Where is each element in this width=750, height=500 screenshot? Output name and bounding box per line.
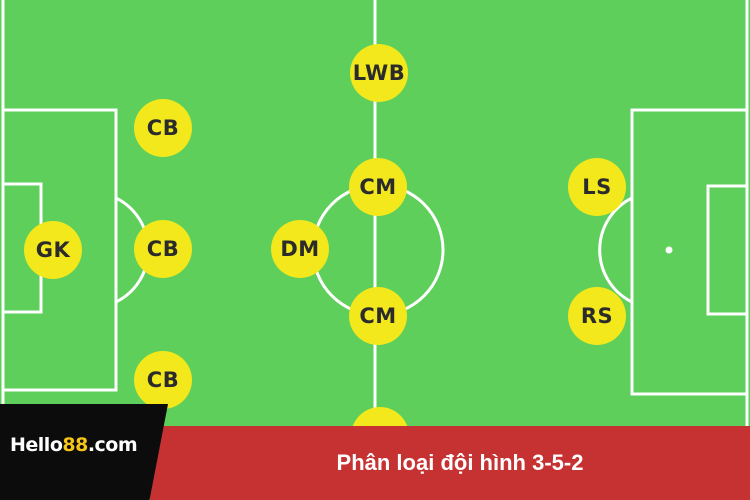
logo-text-88: 88 — [62, 434, 88, 456]
right-penalty-arc — [598, 196, 633, 304]
player-rs: RS — [568, 287, 626, 345]
caption-banner — [150, 426, 750, 500]
formation-caption: Phân loại đội hình 3-5-2 — [336, 450, 584, 475]
player-cb-bottom: CB — [134, 351, 192, 409]
player-ls: LS — [568, 158, 626, 216]
right-penalty-spot — [665, 246, 673, 254]
player-cm-top: CM — [349, 158, 407, 216]
player-cb-mid: CB — [134, 220, 192, 278]
player-gk: GK — [24, 221, 82, 279]
logo-text-hello: Hello — [10, 434, 63, 456]
player-dm: DM — [271, 220, 329, 278]
logo-text-domain: .com — [87, 434, 138, 456]
player-cm-bottom: CM — [349, 287, 407, 345]
player-cb-top: CB — [134, 99, 192, 157]
brand-logo[interactable]: Hello88.com — [10, 434, 138, 456]
right-goal-box — [706, 184, 749, 316]
player-lwb: LWB — [350, 44, 408, 102]
logo-banner — [0, 404, 168, 500]
